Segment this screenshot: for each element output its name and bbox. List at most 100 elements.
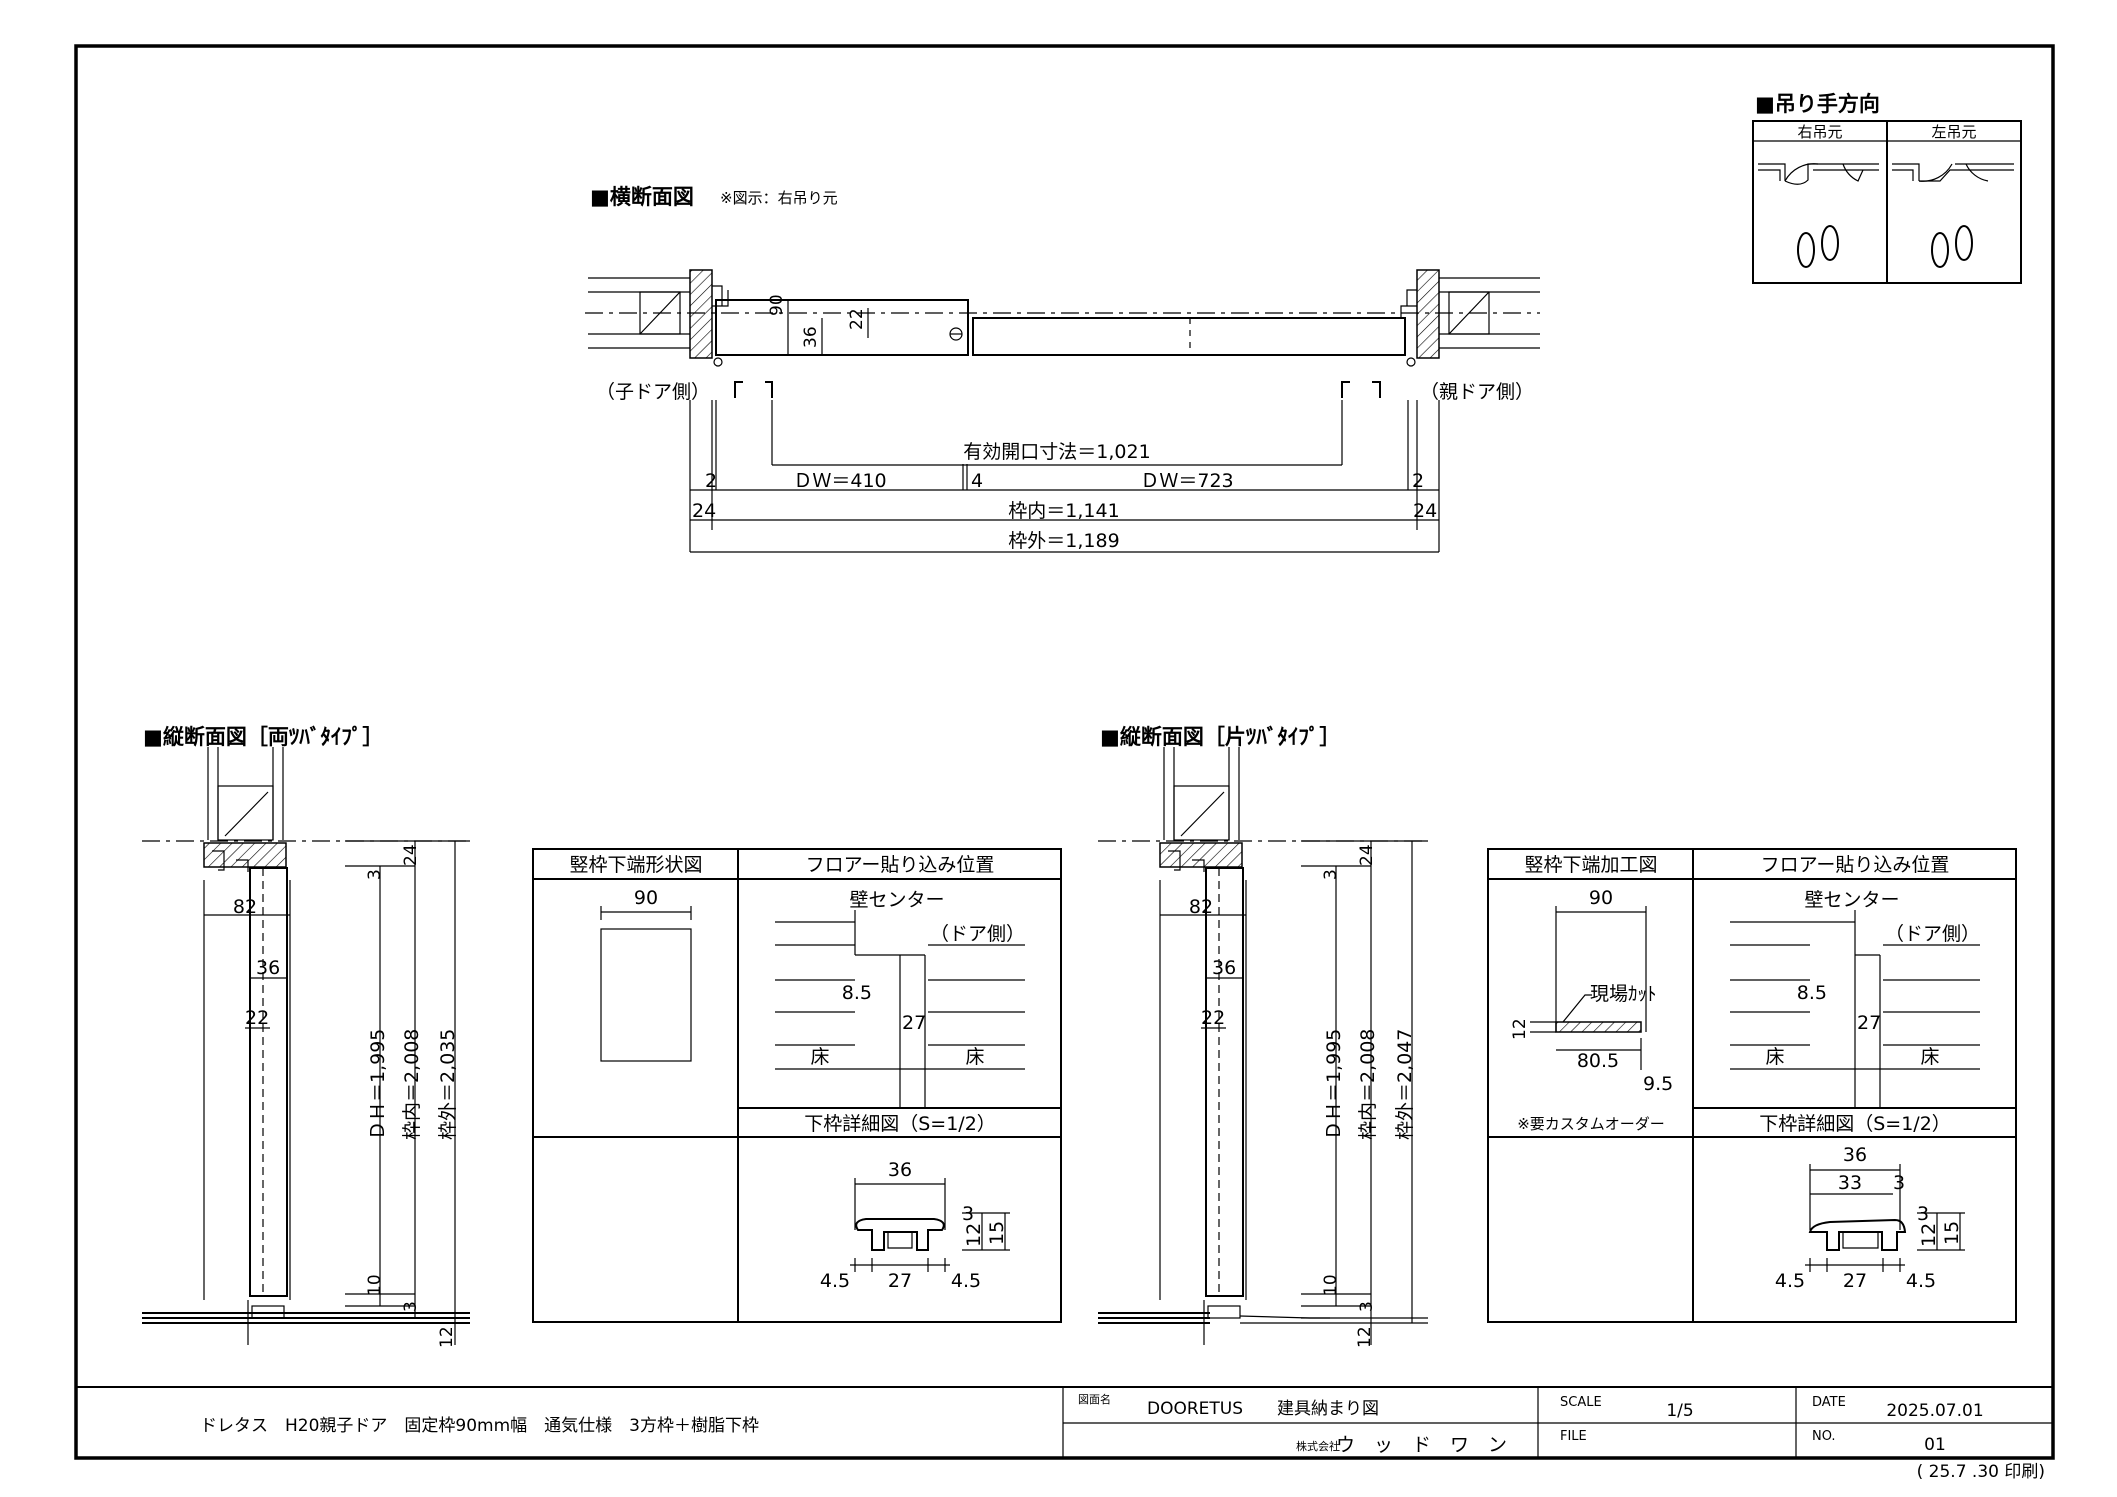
tb-dd45a: 4.5 [820, 1270, 850, 1292]
to-d805: 80.5 [1577, 1050, 1619, 1072]
cross-section-title: ■横断面図 [590, 185, 694, 209]
tb-d90: 90 [634, 887, 658, 909]
cs-side-24a: 24 [692, 500, 716, 522]
vso-d24: 24 [1357, 844, 1377, 866]
cs-inner: 枠内＝1,141 [1008, 500, 1119, 522]
to-h-left: 竪枠下端加工図 [1524, 854, 1657, 876]
vso-d22: 22 [1201, 1007, 1225, 1029]
vsb-d24: 24 [401, 844, 421, 866]
hinge-right-label: 右吊元 [1797, 123, 1842, 141]
hinge-left-label: 左吊元 [1931, 123, 1976, 141]
vsb-d36: 36 [256, 957, 280, 979]
tb-drawing-name: DOORETUS 建具納まり図 [1147, 1399, 1379, 1419]
vso-inner: 枠内＝2,008 [1357, 1029, 1379, 1140]
vso-outer: 枠外＝2,047 [1394, 1029, 1416, 1140]
to-floor-l: 床 [1765, 1046, 1784, 1068]
tb-h-right: フロアー貼り込み位置 [806, 854, 995, 876]
hinge-direction-panel: ■吊り手方向 右吊元 左吊元 [1752, 92, 2022, 284]
cs-gap-2a: 2 [705, 470, 717, 492]
cs-outer: 枠外＝1,189 [1008, 530, 1119, 552]
tb-d85: 8.5 [842, 982, 872, 1004]
tb-door-side: （ドア側） [930, 923, 1025, 945]
to-floor-r: 床 [1920, 1046, 1939, 1068]
tb-dd36: 36 [888, 1159, 912, 1181]
vsb-d12: 12 [437, 1326, 457, 1348]
cross-section-note: ※図示：右吊り元 [720, 189, 838, 207]
cs-dw-right: ＤＷ＝723 [1140, 470, 1233, 492]
vsb-d10: 10 [365, 1274, 385, 1296]
to-dd3b: 3 [1917, 1203, 1929, 1225]
title-block: ドレタス H20親子ドア 固定枠90mm幅 通気仕様 3方枠＋樹脂下枠 図面名 … [76, 1386, 2053, 1482]
to-d95: 9.5 [1643, 1073, 1673, 1095]
tb-date: 2025.07.01 [1886, 1401, 1983, 1421]
vsb-d3b: 3 [401, 1301, 421, 1312]
to-dd15: 15 [1941, 1221, 1963, 1245]
cs-dw-left: ＤＷ＝410 [793, 470, 886, 492]
cs-effective-opening: 有効開口寸法＝1,021 [963, 441, 1150, 463]
tb-date-label: DATE [1812, 1395, 1846, 1410]
vsb-title: ■縦断面図［両ﾂﾊﾞﾀｲﾌﾟ］ [143, 725, 383, 749]
tb-file-label: FILE [1560, 1429, 1587, 1444]
to-h-right: フロアー貼り込み位置 [1761, 854, 1950, 876]
vso-d36: 36 [1212, 957, 1236, 979]
to-dd27: 27 [1843, 1270, 1867, 1292]
vsb-dh: ＤＨ＝1,995 [367, 1029, 389, 1140]
tb-no: 01 [1924, 1435, 1946, 1455]
to-dd3a: 3 [1893, 1172, 1905, 1194]
tb-drawing-name-label: 図面名 [1078, 1392, 1111, 1406]
tb-floor-r: 床 [965, 1046, 984, 1068]
to-door-side: （ドア側） [1885, 923, 1980, 945]
to-wall-center: 壁センター [1804, 889, 1899, 911]
tb-company-prefix: 株式会社 [1296, 1439, 1340, 1453]
cs-dim-36: 36 [801, 326, 821, 348]
cs-gap-4: 4 [971, 470, 983, 492]
to-d12: 12 [1510, 1018, 1530, 1040]
vsb-inner: 枠内＝2,008 [401, 1029, 423, 1140]
vsb-outer: 枠外＝2,035 [437, 1029, 459, 1140]
tb-dd27: 27 [888, 1270, 912, 1292]
hinge-title: ■吊り手方向 [1755, 92, 1880, 116]
tb-dd12: 12 [963, 1223, 985, 1247]
vertical-section-one: ■縦断面図［片ﾂﾊﾞﾀｲﾌﾟ］ 82 36 22 [1098, 725, 1428, 1348]
tb-scale-label: SCALE [1560, 1395, 1602, 1410]
cs-side-24b: 24 [1413, 500, 1437, 522]
detail-table-one: 竪枠下端加工図 フロアー貼り込み位置 90 12 現場ｶｯﾄ 80.5 9.5 … [1487, 848, 2017, 1323]
vsb-d3a: 3 [365, 869, 385, 880]
tb-dd45b: 4.5 [951, 1270, 981, 1292]
to-dd45a: 4.5 [1775, 1270, 1805, 1292]
tb-printed: ( 25.7 .30 印刷) [1917, 1462, 2045, 1482]
vso-d10: 10 [1321, 1274, 1341, 1296]
to-site-cut: 現場ｶｯﾄ [1590, 983, 1657, 1005]
tb-detail-title: 下枠詳細図（S=1/2） [804, 1113, 996, 1135]
vso-title: ■縦断面図［片ﾂﾊﾞﾀｲﾌﾟ］ [1100, 725, 1340, 749]
vertical-section-both: ■縦断面図［両ﾂﾊﾞﾀｲﾌﾟ］ 82 36 22 [142, 725, 470, 1348]
tb-h-left: 竪枠下端形状図 [569, 854, 702, 876]
vso-d12: 12 [1355, 1326, 1375, 1348]
tb-dd15: 15 [986, 1221, 1008, 1245]
tb-d27: 27 [902, 1012, 926, 1034]
tb-description: ドレタス H20親子ドア 固定枠90mm幅 通気仕様 3方枠＋樹脂下枠 [200, 1416, 759, 1436]
to-d27: 27 [1857, 1012, 1881, 1034]
vso-d3b: 3 [1357, 1301, 1377, 1312]
detail-table-both: 竪枠下端形状図 フロアー貼り込み位置 90 壁センター （ドア側） 8.5 27… [532, 848, 1062, 1323]
cs-dim-22: 22 [847, 308, 867, 330]
vso-d3a: 3 [1321, 869, 1341, 880]
cs-child-side: （子ドア側） [596, 381, 710, 403]
to-dd36: 36 [1843, 1144, 1867, 1166]
vsb-d22: 22 [245, 1007, 269, 1029]
to-dd45b: 4.5 [1906, 1270, 1936, 1292]
tb-floor-l: 床 [810, 1046, 829, 1068]
tb-no-label: NO. [1812, 1429, 1836, 1444]
tb-scale: 1/5 [1666, 1401, 1693, 1421]
tb-company: ウ ッ ド ワ ン [1336, 1434, 1507, 1456]
cs-dim-90: 90 [767, 294, 787, 316]
vsb-d82: 82 [233, 896, 257, 918]
to-d90: 90 [1589, 887, 1613, 909]
vso-dh: ＤＨ＝1,995 [1323, 1029, 1345, 1140]
tb-dd3: 3 [962, 1203, 974, 1225]
vso-d82: 82 [1189, 896, 1213, 918]
cs-gap-2b: 2 [1412, 470, 1424, 492]
to-d85: 8.5 [1797, 982, 1827, 1004]
to-dd33: 33 [1838, 1172, 1862, 1194]
